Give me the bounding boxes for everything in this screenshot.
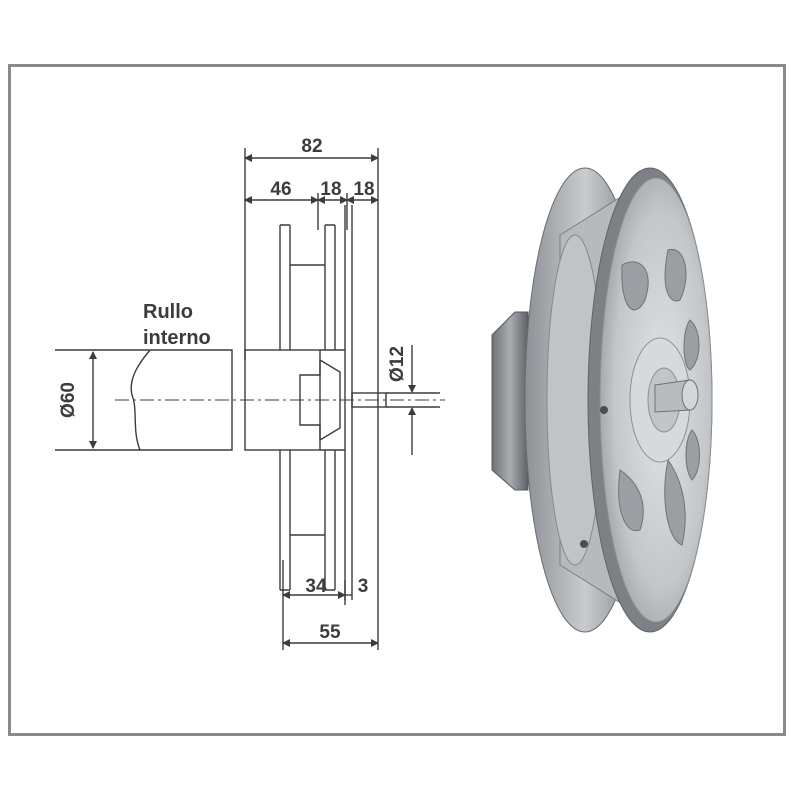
- dim-3: 3: [358, 576, 369, 597]
- axle-photo: [654, 379, 699, 413]
- dim-34: 34: [305, 576, 327, 597]
- label-interno: interno: [143, 327, 211, 349]
- screw-hole: [600, 406, 608, 414]
- hex-hub: [491, 311, 529, 491]
- dim-55: 55: [319, 622, 341, 643]
- dim-46: 46: [270, 179, 291, 200]
- drawing-frame: [8, 64, 786, 736]
- label-rullo: Rullo: [143, 301, 193, 323]
- dim-82: 82: [301, 136, 322, 157]
- dim-diameter-60: Ø60: [58, 382, 79, 418]
- dim-18-a: 18: [320, 179, 341, 200]
- screw-hole: [580, 540, 588, 548]
- dim-18-b: 18: [353, 179, 374, 200]
- dim-diameter-12: Ø12: [387, 346, 408, 382]
- disc-cutouts: [618, 249, 700, 546]
